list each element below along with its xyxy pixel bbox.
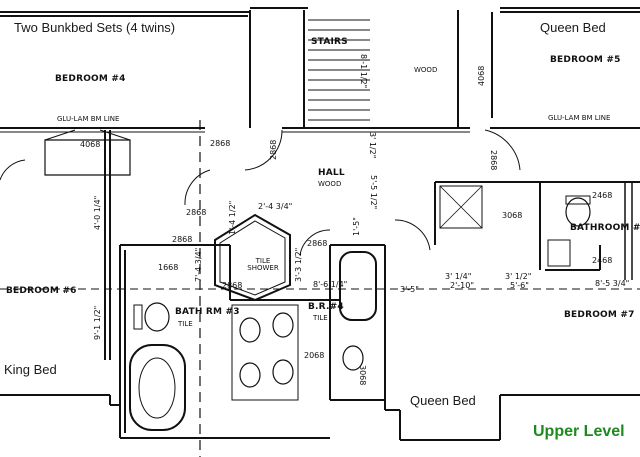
door-dim: 3068 xyxy=(358,365,367,386)
br4-label: B.R.#4 xyxy=(308,302,344,312)
dimension: 7'-4 3/4" xyxy=(194,247,203,282)
bathroom4-label: BATHROOM #4 xyxy=(570,223,640,233)
left-corridor-wall xyxy=(104,130,111,360)
shower-label: TILE SHOWER xyxy=(247,257,279,272)
dimension: 2'-4 3/4" xyxy=(258,202,293,211)
door-dim: 4068 xyxy=(80,140,101,149)
dimension: 9'-1 1/2" xyxy=(93,305,102,340)
door-dim: 2868 xyxy=(489,150,498,171)
hall-label: HALL xyxy=(318,168,345,178)
door-dim: 2468 xyxy=(592,191,613,200)
bedroom7-label: BEDROOM #7 xyxy=(564,310,635,320)
door-dim: 2868 xyxy=(186,208,207,217)
door-dim: 2468 xyxy=(592,256,613,265)
stair-wall-left xyxy=(249,10,305,128)
door-dim: 2868 xyxy=(269,139,278,160)
door-swing-hall xyxy=(244,129,283,171)
stairs-label: STAIRS xyxy=(311,37,348,47)
bedroom4-label: BEDROOM #4 xyxy=(55,74,126,84)
door-dim: 2868 xyxy=(222,281,243,290)
dimension: 4'-0 1/4" xyxy=(93,195,102,230)
queen-bed-note-top: Queen Bed xyxy=(540,20,606,35)
dimension: 3' 1/2" xyxy=(368,132,377,159)
dimension: 1'-5" xyxy=(352,217,361,236)
hall-floor-label: WOOD xyxy=(318,180,342,188)
bedroom5-label: BEDROOM #5 xyxy=(550,55,621,65)
bathroom4-walls xyxy=(434,181,640,271)
bottom-left-wall xyxy=(0,394,120,406)
bath3-label: BATH RM #3 xyxy=(175,307,240,317)
dimension: 2'-10" xyxy=(450,281,475,290)
dimension: 3'-5" xyxy=(400,285,419,294)
beam-line-left-label: GLU-LAM BM LINE xyxy=(57,115,120,123)
top-wall xyxy=(0,7,640,13)
dimension: 8'-1 1/2" xyxy=(359,54,368,89)
king-bed-note: King Bed xyxy=(4,362,57,377)
stairs-floor-label: WOOD xyxy=(414,66,438,74)
shower-outline xyxy=(214,213,291,302)
bunk-bed-note: Two Bunkbed Sets (4 twins) xyxy=(14,20,176,35)
bath3-floor-label: TILE xyxy=(178,320,193,328)
door-dim: 2868 xyxy=(307,239,328,248)
beam-line-right-label: GLU-LAM BM LINE xyxy=(548,114,611,122)
bath3-walls xyxy=(119,244,340,439)
door-dim: 4068 xyxy=(477,65,486,86)
dimension: 5'-6" xyxy=(510,281,529,290)
dimension: 3' 1/4" xyxy=(445,272,472,281)
door-dim: 2068 xyxy=(304,351,325,360)
bath3-tub xyxy=(129,344,186,431)
dimension: 3' 1/2" xyxy=(505,272,532,281)
door-dim: 2868 xyxy=(172,235,193,244)
br4-walls xyxy=(329,244,386,410)
door-dim: 2868 xyxy=(210,139,231,148)
bedroom7-walls xyxy=(385,394,640,441)
door-dim: 3068 xyxy=(502,211,523,220)
dimension: 1'-4 1/2" xyxy=(228,200,237,235)
bedroom6-label: BEDROOM #6 xyxy=(6,286,77,296)
dimension: 8'-5 3/4" xyxy=(595,279,630,288)
door-dim: 1668 xyxy=(158,263,179,272)
br4-floor-label: TILE xyxy=(313,314,328,322)
br4-tub xyxy=(339,251,377,321)
dimension: 3'-3 1/2" xyxy=(294,247,303,282)
dimension: 5'-5 1/2" xyxy=(369,175,378,210)
top-wall-inner xyxy=(0,11,640,17)
dimension: 8'-6 1/4" xyxy=(313,280,348,289)
level-label: Upper Level xyxy=(533,423,625,440)
queen-bed-note-bottom: Queen Bed xyxy=(410,393,476,408)
